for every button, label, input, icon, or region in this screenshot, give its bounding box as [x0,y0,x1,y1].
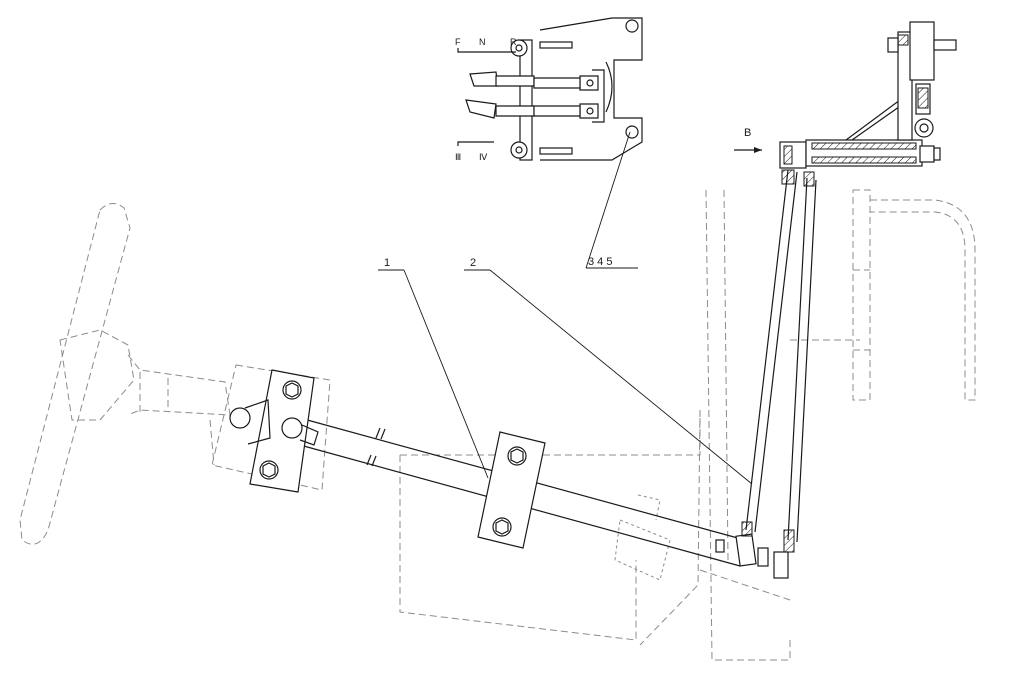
linkage-rods [745,169,817,543]
callout-label-1: 1 [384,257,390,269]
detail-view-shift-gate: F N R Ⅲ Ⅳ [455,17,643,162]
callout-group-345: 3 4 5 [585,131,638,269]
steering-column-bracket-phantom [209,364,331,491]
cab-floor-phantom [399,189,860,661]
gearbox-shifter-phantom [852,189,976,401]
middle-clamp-plate [477,431,546,549]
steering-wheel-phantom [19,203,231,545]
upper-shift-mechanism [779,21,957,169]
detail-label-iv: Ⅳ [479,152,488,162]
callout-label-345: 3 4 5 [588,256,612,268]
callout-label-2: 2 [470,257,476,269]
callout-part-1: 1 [378,257,489,479]
lower-ball-joint [715,521,795,579]
view-arrow-label: B [744,127,751,139]
view-arrow-b: B [734,127,762,153]
upper-mounting-plate [229,369,319,493]
detail-label-iii: Ⅲ [455,152,461,162]
detail-label-r: R [510,37,517,47]
callout-part-2: 2 [464,257,753,485]
detail-label-f: F [455,37,461,47]
detail-label-n: N [479,37,486,47]
